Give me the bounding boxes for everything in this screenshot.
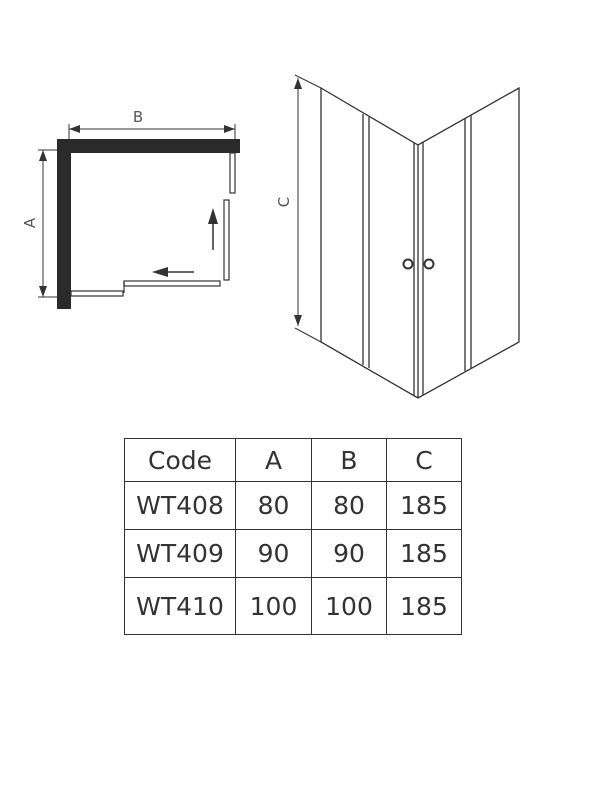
plan-view: B A — [21, 108, 240, 309]
header-b: B — [311, 438, 387, 482]
cell-c: 185 — [386, 577, 462, 635]
header-a: A — [235, 438, 312, 482]
sliding-panel-right — [223, 199, 230, 281]
sliding-panel-bottom — [123, 280, 221, 287]
handle-right-icon — [423, 258, 435, 270]
label-c: C — [275, 197, 293, 207]
table-row: WT410 100 100 185 — [124, 577, 462, 635]
cell-b: 100 — [311, 577, 387, 635]
cell-code: WT409 — [124, 529, 236, 578]
fixed-panel-right — [229, 152, 236, 194]
dimension-a — [38, 149, 57, 298]
cell-code: WT410 — [124, 577, 236, 635]
arrow-up-icon — [208, 208, 218, 250]
elevation-view — [320, 86, 520, 399]
cell-c: 185 — [386, 481, 462, 530]
cell-b: 80 — [311, 481, 387, 530]
header-c: C — [386, 438, 462, 482]
dimension-c — [294, 74, 322, 343]
cell-a: 90 — [235, 529, 312, 578]
cell-a: 100 — [235, 577, 312, 635]
header-code: Code — [124, 438, 236, 482]
table-row: WT409 90 90 185 — [124, 529, 462, 578]
handle-left-icon — [402, 258, 414, 270]
fixed-panel-bottom — [70, 290, 124, 297]
enclosure-outline — [320, 86, 520, 399]
table-row: WT408 80 80 185 — [124, 481, 462, 530]
cell-a: 80 — [235, 481, 312, 530]
arrow-left-icon — [152, 267, 194, 277]
wall-left — [57, 139, 71, 309]
table-header-row: Code A B C — [124, 438, 462, 482]
cell-c: 185 — [386, 529, 462, 578]
shower-enclosure-diagram: B A C — [21, 74, 520, 399]
wall-top — [57, 139, 240, 153]
label-a: A — [21, 217, 39, 228]
dimensions-table: Code A B C WT408 80 80 185 WT409 90 90 1… — [124, 438, 462, 635]
dimension-b — [68, 124, 236, 139]
label-b: B — [133, 108, 143, 126]
cell-b: 90 — [311, 529, 387, 578]
cell-code: WT408 — [124, 481, 236, 530]
